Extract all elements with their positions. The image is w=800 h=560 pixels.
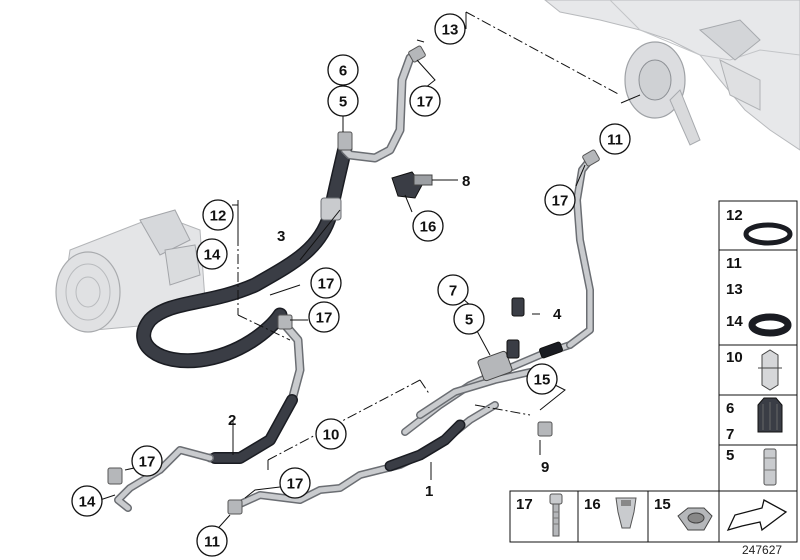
legend-label-14: 14 [726, 313, 743, 330]
hose-2-discharge [107, 314, 305, 512]
pipe-upper-suction [337, 45, 426, 163]
ac-compressor-ghost [55, 209, 206, 333]
label-9: 9 [541, 459, 549, 476]
svg-text:14: 14 [79, 494, 96, 511]
svg-text:5: 5 [339, 94, 347, 111]
label-8: 8 [462, 173, 470, 190]
svg-text:13: 13 [442, 22, 459, 39]
legend-label-17: 17 [516, 496, 533, 513]
hex-nut-15-icon [677, 507, 713, 531]
callout-17-left: 17 [131, 445, 163, 477]
callout-6: 6 [327, 54, 359, 86]
svg-text:17: 17 [417, 94, 434, 111]
callout-15: 15 [526, 363, 558, 395]
legend-right-panel: 12 11 13 14 10 6 7 5 [718, 200, 798, 492]
callout-17-right: 17 [544, 184, 576, 216]
callout-11-right: 11 [599, 123, 631, 155]
hose-3-suction [136, 140, 353, 369]
valve-8 [391, 171, 433, 199]
o-ring-12-icon [743, 222, 793, 246]
callout-14-bottom: 14 [71, 485, 103, 517]
callout-17-b: 17 [308, 301, 340, 333]
svg-text:17: 17 [287, 476, 304, 493]
svg-text:7: 7 [449, 283, 457, 300]
line-1-liquid [227, 401, 499, 515]
label-3: 3 [277, 228, 285, 245]
svg-text:17: 17 [139, 454, 156, 471]
callout-16: 16 [412, 210, 444, 242]
svg-text:17: 17 [316, 310, 333, 327]
legend-label-7: 7 [726, 426, 734, 443]
legend-label-13: 13 [726, 281, 743, 298]
callout-17-a: 17 [310, 267, 342, 299]
svg-text:11: 11 [204, 534, 220, 551]
svg-text:16: 16 [420, 219, 437, 236]
legend-label-5: 5 [726, 447, 734, 464]
evaporator-housing-ghost [544, 0, 800, 151]
bolt-17-icon [549, 493, 563, 537]
leader-lines [99, 12, 641, 536]
svg-text:5: 5 [465, 312, 473, 329]
callout-13: 13 [434, 13, 466, 45]
svg-text:17: 17 [318, 276, 335, 293]
callout-11-bottom: 11 [196, 525, 228, 557]
legend-bottom-panel: 17 16 15 [509, 490, 798, 543]
label-4: 4 [553, 306, 562, 323]
svg-text:10: 10 [323, 427, 340, 444]
callout-10: 10 [315, 418, 347, 450]
legend-label-10: 10 [726, 349, 743, 366]
callout-5-top: 5 [327, 85, 359, 117]
callout-7: 7 [437, 274, 469, 306]
figure-reference-number: 247627 [742, 543, 782, 557]
svg-text:15: 15 [534, 372, 551, 389]
o-ring-14-icon [748, 313, 792, 337]
legend-label-6: 6 [726, 400, 734, 417]
nut-16-icon [615, 497, 637, 529]
manifold-assembly [401, 297, 574, 437]
svg-text:6: 6 [339, 63, 347, 80]
legend-label-16: 16 [584, 496, 601, 513]
legend-label-15: 15 [654, 496, 671, 513]
label-2: 2 [228, 412, 236, 429]
callout-17-bottom: 17 [279, 467, 311, 499]
legend-label-11: 11 [726, 255, 742, 272]
callout-5-mid: 5 [453, 303, 485, 335]
svg-text:12: 12 [210, 208, 227, 225]
svg-text:11: 11 [607, 132, 623, 149]
callout-12: 12 [202, 199, 234, 231]
svg-text:17: 17 [552, 193, 569, 210]
callout-17-top: 17 [409, 85, 441, 117]
valve-core-icon [763, 448, 777, 486]
clip-10-icon [758, 349, 782, 391]
callout-14-left: 14 [196, 238, 228, 270]
legend-label-12: 12 [726, 207, 743, 224]
svg-text:14: 14 [204, 247, 221, 264]
pipe-right-vertical [566, 149, 600, 349]
valve-cap-icon [757, 397, 783, 433]
direction-arrow-icon [726, 499, 788, 532]
label-1: 1 [425, 483, 433, 500]
